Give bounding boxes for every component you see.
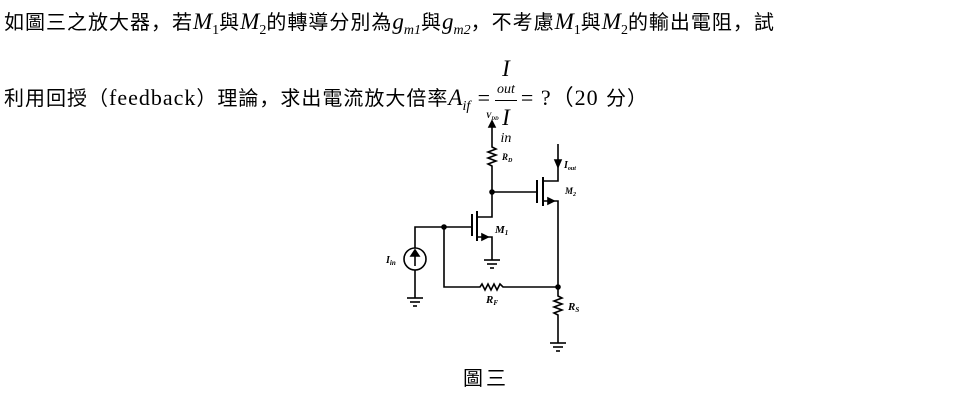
- text: ）理論，求出電流放大倍率: [196, 86, 449, 110]
- iout-arrow-icon: [553, 159, 563, 170]
- m1-arrow-icon: [481, 232, 490, 242]
- figure-caption: 圖三: [463, 366, 509, 390]
- m1-source: [477, 236, 493, 260]
- equals: =: [477, 85, 492, 110]
- gm1-symbol: gm1: [392, 9, 421, 38]
- current-source-arrow-icon: [409, 248, 421, 257]
- gm2-symbol: gm2: [441, 9, 471, 38]
- ground-icon: [550, 342, 566, 352]
- vdd-label: VDD: [486, 111, 499, 122]
- aif-symbol: Aif: [448, 85, 471, 114]
- text: ，不考慮: [470, 10, 555, 34]
- rf-label: RF: [485, 294, 498, 307]
- resistor-rs: [551, 287, 565, 343]
- m2-source: [543, 200, 559, 287]
- m2-label: M2: [564, 186, 576, 198]
- resistor-rf: [443, 227, 558, 292]
- question-line-1: 如圖三之放大器，若M1與M2的轉導分別為gm1與gm2，不考慮M1與M2的輸出電…: [4, 6, 775, 39]
- m1-label: M1: [494, 224, 508, 237]
- m1-symbol: M1: [193, 9, 220, 38]
- points: 20: [574, 85, 599, 110]
- resistor-rd: [485, 145, 499, 192]
- vdd-arrow-icon: [487, 119, 497, 128]
- m2-symbol: M2: [601, 9, 628, 38]
- text: 的轉導分別為: [266, 10, 393, 34]
- text: 分）: [598, 86, 648, 110]
- feedback-term: feedback: [109, 85, 197, 110]
- m1-symbol: M1: [554, 9, 581, 38]
- m2-symbol: M2: [240, 9, 267, 38]
- rs-label: RS: [567, 301, 579, 314]
- text: 利用回授（: [4, 86, 109, 110]
- text: 與: [580, 10, 602, 34]
- text: 如圖三之放大器，若: [4, 10, 193, 34]
- question-mark: = ?（: [520, 85, 575, 110]
- ground-icon: [407, 297, 423, 307]
- rd-label: RD: [501, 152, 513, 164]
- ground-icon: [484, 259, 500, 269]
- m2-arrow-icon: [547, 196, 556, 206]
- iout-label: Iout: [563, 160, 576, 172]
- text: 的輸出電阻，試: [627, 10, 775, 34]
- m1-drain: [477, 192, 493, 218]
- text: 與: [219, 10, 241, 34]
- m2-drain: [543, 144, 559, 182]
- text: 與: [420, 10, 442, 34]
- wire-input: [414, 226, 472, 248]
- iin-label: Iin: [385, 255, 396, 267]
